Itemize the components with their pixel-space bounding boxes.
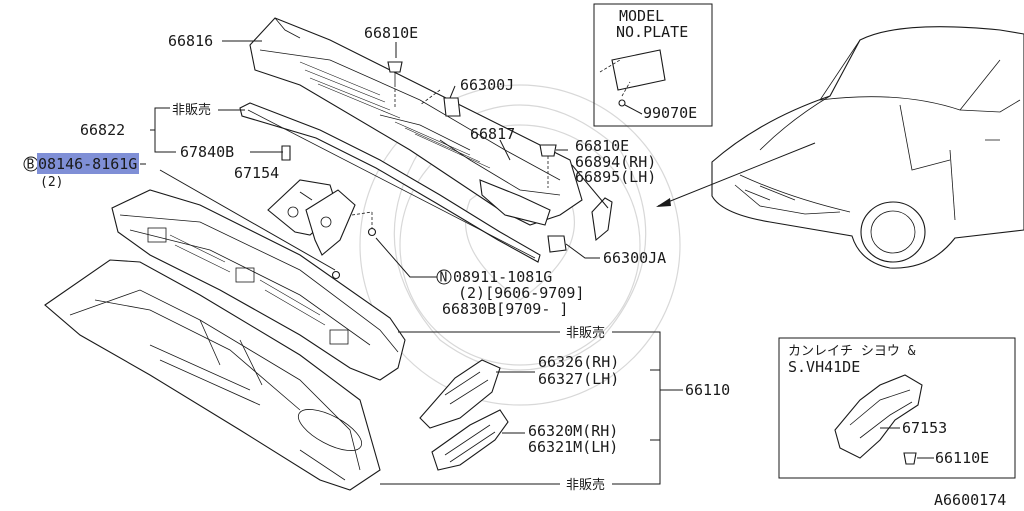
label-67840b: 67840B [180, 143, 234, 161]
label-67153: 67153 [902, 419, 947, 437]
cowl-reinforcements [419, 359, 509, 471]
fasteners [281, 61, 613, 280]
car-pointer-arrowhead [656, 198, 671, 207]
label-66110e: 66110E [935, 449, 989, 467]
label-nut-code: 08911-1081G [453, 268, 552, 286]
car-pointer-arrow [657, 142, 816, 207]
label-66822: 66822 [80, 121, 125, 139]
nut-prefix-badge: N [440, 271, 448, 286]
option-box-line-1: カンレイチ シヨウ & [788, 344, 916, 359]
label-bolt-qty: (2) [40, 175, 63, 190]
label-66895: 66895(LH) [575, 168, 656, 186]
label-66817: 66817 [470, 125, 515, 143]
bolt-prefix-badge: B [27, 158, 35, 173]
label-66830b: 66830B[9709- ] [442, 300, 568, 318]
label-66894: 66894(RH) [575, 153, 656, 171]
callout-labels: 66816 66810E 66300J 66817 66810E 66894(R… [23, 24, 730, 493]
bolt-highlight [37, 153, 139, 174]
label-not-for-sale-mid: 非販売 [566, 325, 605, 341]
label-nut-qty-range: (2)[9606-9709] [458, 284, 584, 302]
label-67154: 67154 [234, 164, 279, 182]
label-99070e: 99070E [643, 104, 697, 122]
label-66300j: 66300J [460, 76, 514, 94]
watermark-emblem [359, 84, 681, 406]
model-plate-title-2: NO.PLATE [616, 23, 688, 41]
model-plate-box: MODEL NO.PLATE 99070E [593, 3, 713, 127]
label-66300ja: 66300JA [603, 249, 666, 267]
option-box-line-2: S.VH41DE [788, 358, 860, 376]
lower-dash-panel [44, 259, 381, 491]
label-66326: 66326(RH) [538, 353, 619, 371]
label-not-for-sale-top: 非販売 [172, 102, 211, 118]
label-bolt-code: 08146-8161G [38, 155, 137, 173]
label-66816: 66816 [168, 32, 213, 50]
model-plate-title-1: MODEL [619, 7, 664, 25]
label-66320m: 66320M(RH) [528, 422, 618, 440]
car-illustration [711, 26, 1024, 269]
label-not-for-sale-bottom: 非販売 [566, 477, 605, 493]
cowl-seal-strip [239, 102, 541, 263]
label-66327: 66327(LH) [538, 370, 619, 388]
cowl-top-grille [249, 17, 583, 226]
diagram-code: A6600174 [934, 491, 1006, 509]
cowl-side-bracket [267, 179, 377, 256]
label-66110: 66110 [685, 381, 730, 399]
label-66321m: 66321M(LH) [528, 438, 618, 456]
option-box: カンレイチ シヨウ & S.VH41DE 67153 66110E [778, 337, 1016, 479]
cowl-top-panel [111, 189, 406, 381]
leader-lines [140, 40, 683, 485]
label-66810e-right: 66810E [575, 137, 629, 155]
label-66810e-top: 66810E [364, 24, 418, 42]
